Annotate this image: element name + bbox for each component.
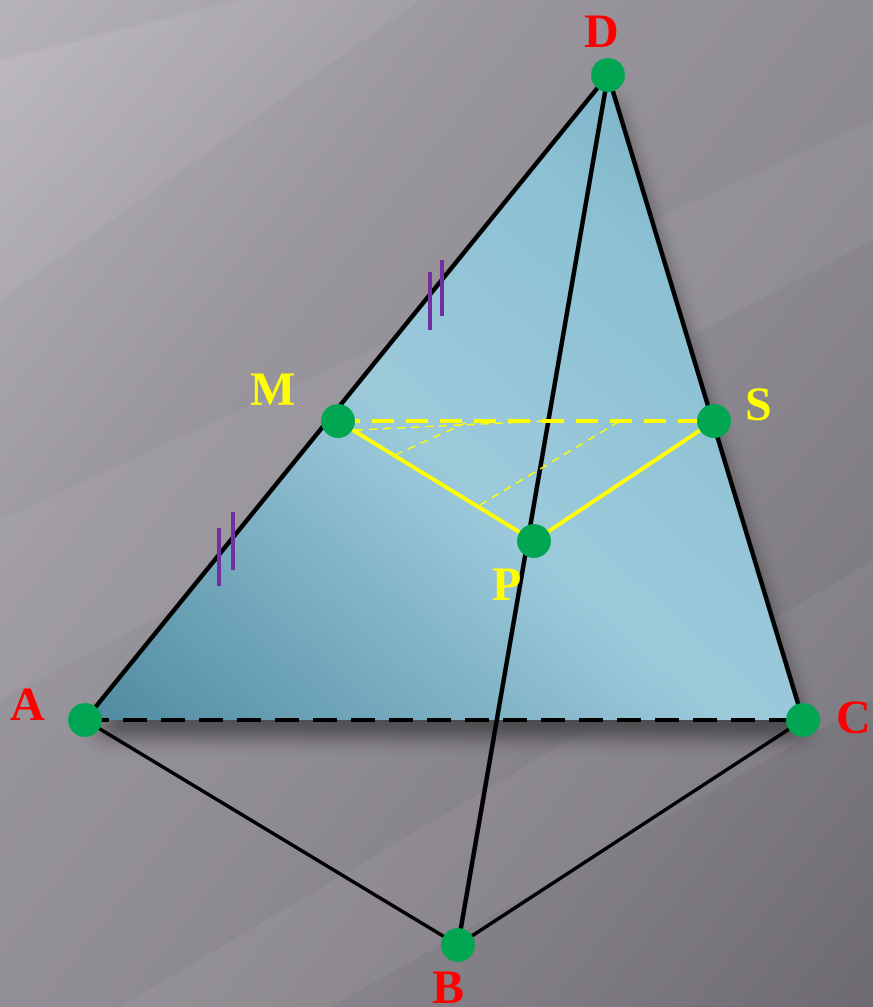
point-a	[68, 703, 102, 737]
edge-ad	[83, 73, 610, 722]
section-hatching	[354, 420, 621, 506]
points	[68, 58, 820, 962]
label-a: A	[10, 678, 45, 731]
label-p: P	[492, 558, 521, 611]
edge-dc	[605, 74, 806, 721]
label-m: M	[250, 363, 295, 416]
edge-ab	[84, 718, 459, 947]
point-p	[517, 524, 551, 558]
label-c: C	[836, 691, 871, 744]
edge-bc	[457, 718, 804, 947]
point-m	[321, 404, 355, 438]
label-b: B	[432, 961, 464, 1007]
tick-marks-ma	[217, 512, 235, 586]
edge-db	[455, 74, 611, 946]
point-d	[591, 58, 625, 92]
label-s: S	[745, 378, 772, 431]
face-adc	[85, 75, 803, 720]
point-b	[441, 928, 475, 962]
segment-sp	[532, 419, 716, 543]
point-c	[786, 703, 820, 737]
point-s	[697, 404, 731, 438]
label-d: D	[584, 5, 619, 58]
tick-marks-dm	[428, 260, 444, 330]
segment-mp	[336, 419, 536, 543]
